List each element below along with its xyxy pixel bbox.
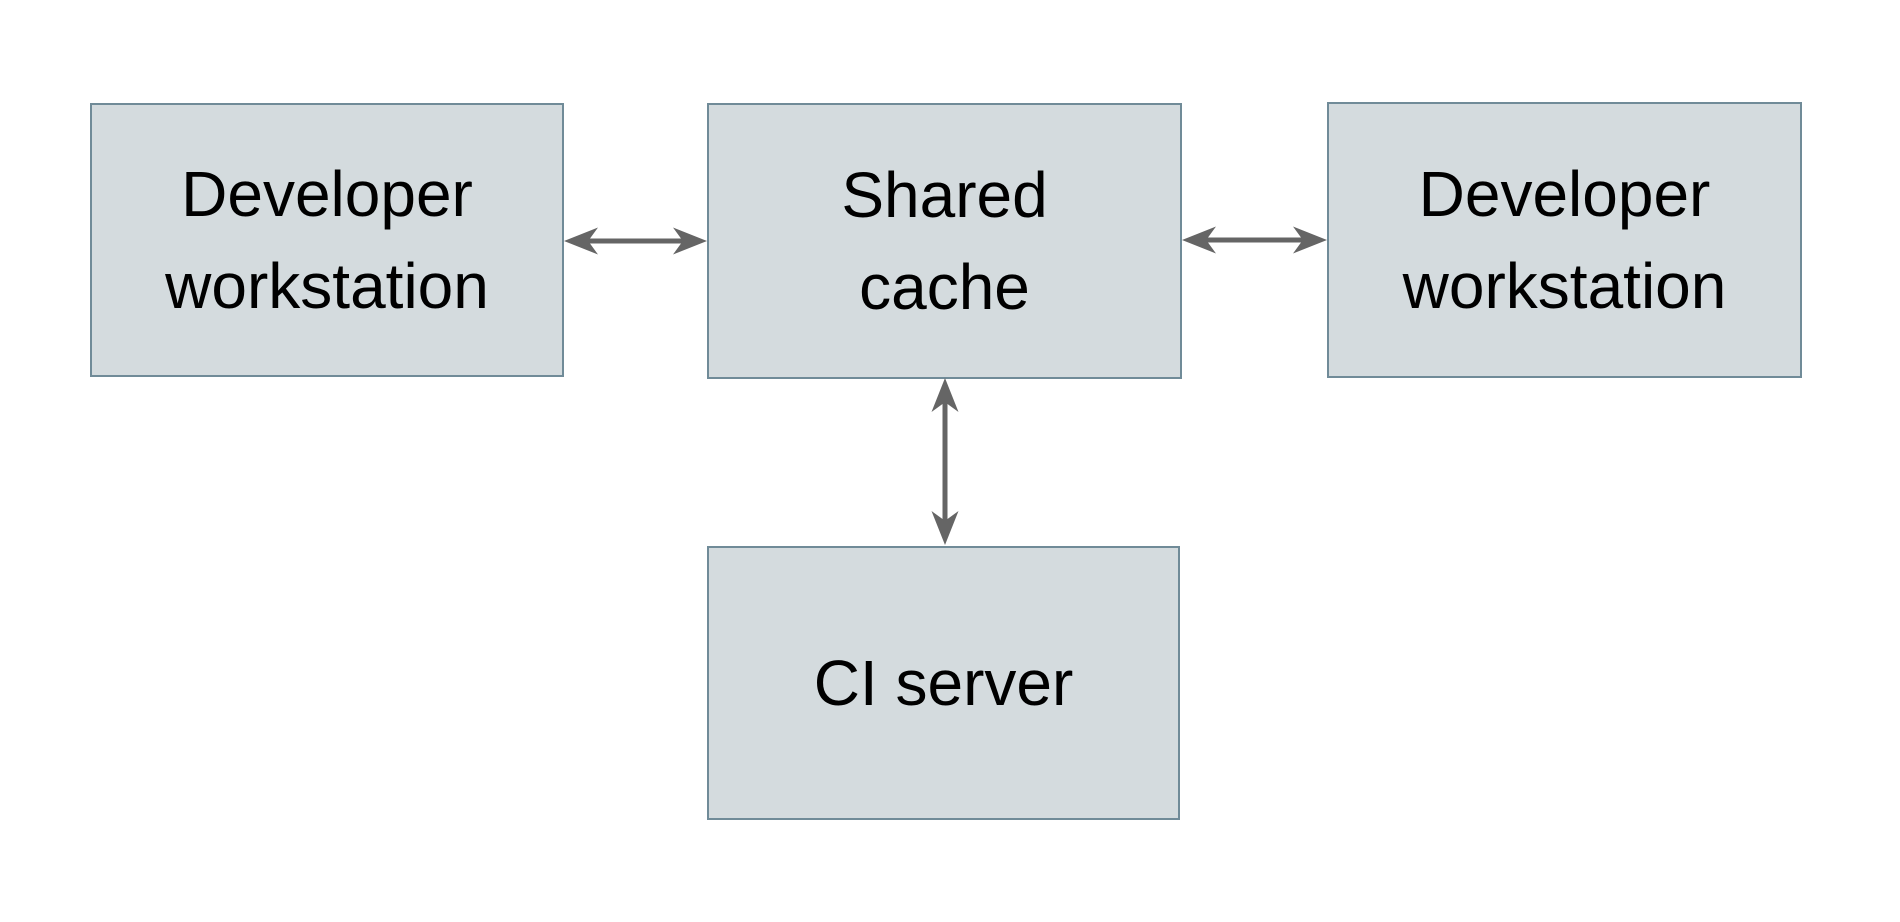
- double-arrow-icon-cache-ci: [931, 378, 959, 545]
- node-ci-server: CI server: [707, 546, 1180, 820]
- node-developer-workstation-left-label: Developer workstation: [165, 157, 489, 322]
- node-developer-workstation-right: Developer workstation: [1327, 102, 1802, 378]
- double-arrow-icon-cache-right: [1182, 226, 1327, 254]
- node-ci-server-label: CI server: [813, 646, 1074, 719]
- double-arrow-icon-left-cache: [564, 227, 707, 255]
- node-developer-workstation-right-label: Developer workstation: [1402, 157, 1727, 322]
- node-shared-cache-label: Shared cache: [841, 158, 1048, 323]
- node-shared-cache: Shared cache: [707, 103, 1182, 379]
- node-developer-workstation-left: Developer workstation: [90, 103, 564, 377]
